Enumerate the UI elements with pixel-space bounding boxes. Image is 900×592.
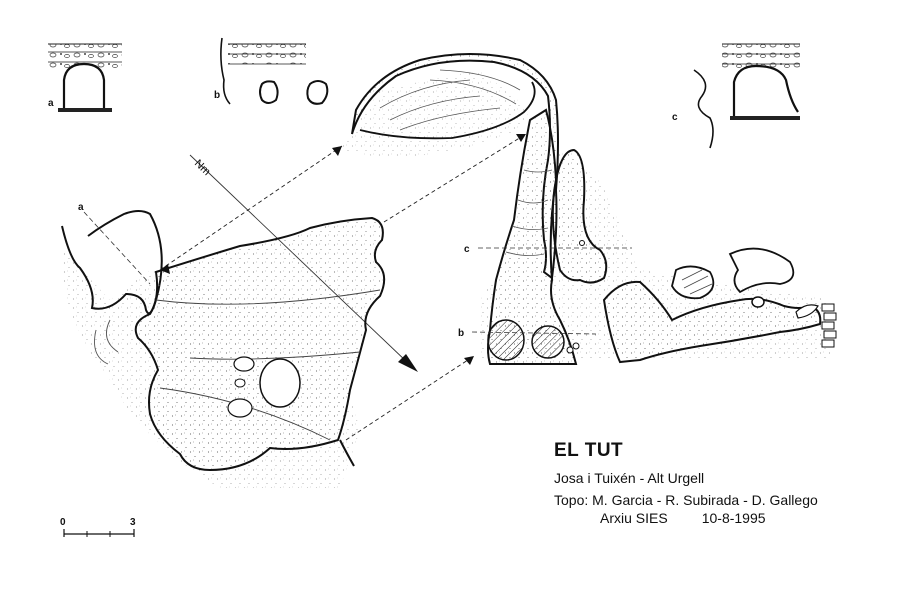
survey-archive-line: Arxiu SIES 10-8-1995: [600, 510, 766, 526]
cross-section-c: c: [672, 43, 800, 149]
right-pillar: [551, 148, 608, 284]
cave-plan: a b c: [61, 53, 837, 488]
north-label: Nm: [192, 158, 213, 179]
survey-date: 10-8-1995: [701, 510, 766, 526]
scale-start-label: 0: [60, 517, 66, 528]
section-b-label: b: [214, 90, 220, 101]
survey-authors: Topo: M. Garcia - R. Subirada - D. Galle…: [554, 492, 818, 508]
left-chamber: [61, 210, 163, 315]
scale-bar: 0 3: [60, 517, 136, 537]
scale-end-label: 3: [130, 517, 136, 528]
cross-section-a: a: [48, 43, 122, 112]
section-c-label: c: [672, 112, 678, 123]
section-a-label: a: [48, 98, 54, 109]
survey-connectors: [159, 133, 527, 441]
plan-marker-b: b: [458, 328, 464, 339]
plan-marker-a: a: [78, 202, 84, 213]
plan-marker-c: c: [464, 244, 470, 255]
cross-section-b: b: [214, 37, 329, 105]
survey-archive: Arxiu SIES: [600, 510, 668, 526]
entrance-blocks: [821, 303, 837, 348]
main-chamber: [134, 216, 386, 472]
survey-title: EL TUT: [554, 440, 624, 461]
survey-location: Josa i Tuixén - Alt Urgell: [554, 470, 705, 486]
